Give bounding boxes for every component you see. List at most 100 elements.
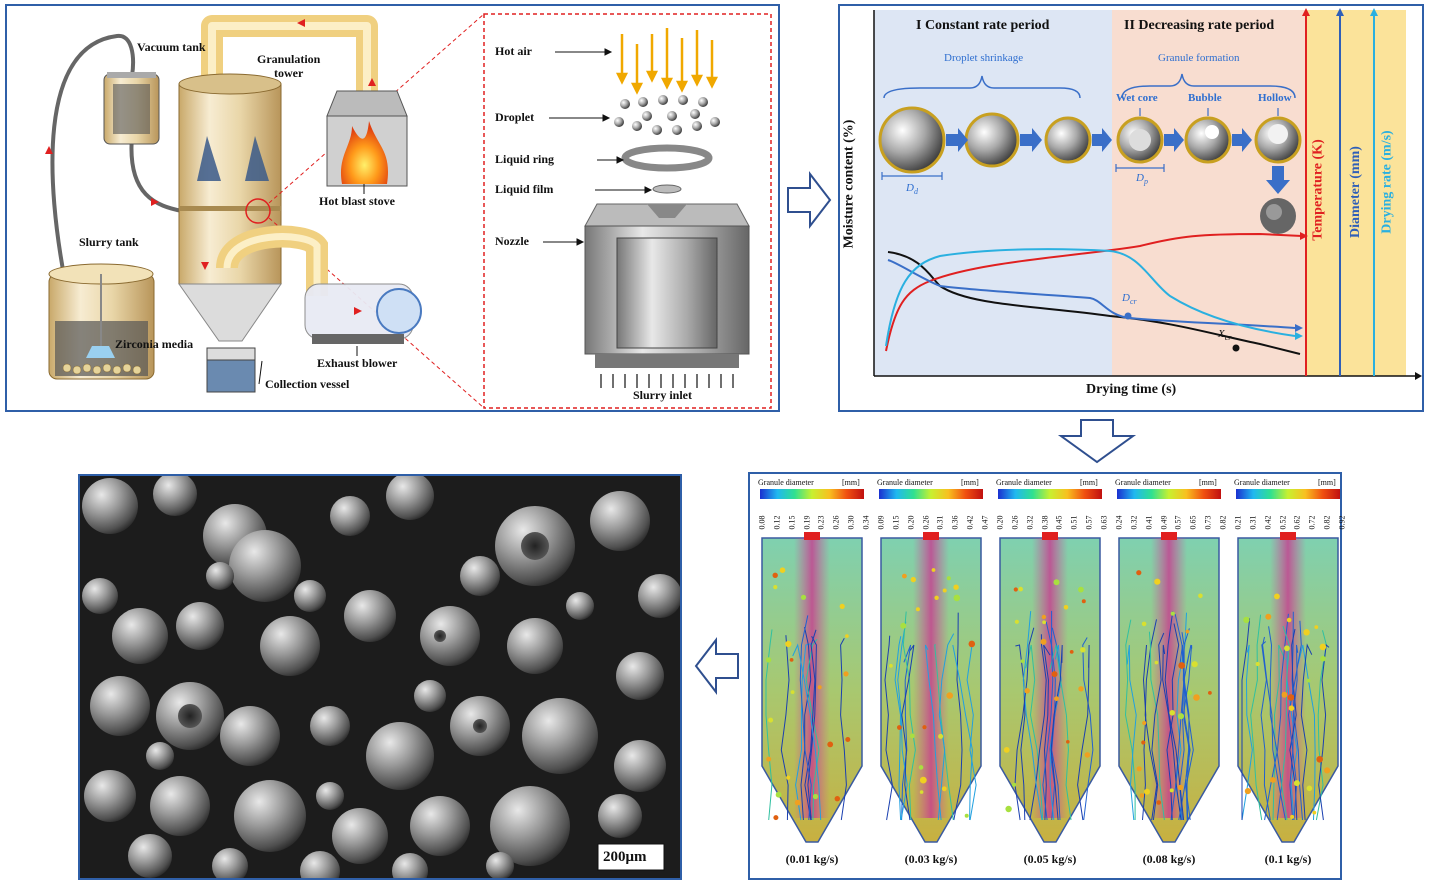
colorbar-tick: 0.15 [787, 515, 797, 530]
particle [902, 573, 907, 579]
colorbar-tick: 0.72 [1307, 515, 1317, 530]
particle [812, 793, 819, 800]
sem-particle [386, 476, 434, 520]
particle [934, 595, 939, 600]
sem-particle [490, 786, 570, 866]
colorbar-tick: 0.51 [1069, 515, 1079, 530]
particle [1319, 643, 1327, 651]
particle [1042, 620, 1046, 625]
streamline [1077, 644, 1090, 821]
sem-particle [220, 706, 280, 766]
sem-particle [128, 834, 172, 878]
colorbar-tick: 0.24 [1114, 515, 1124, 530]
simulation-tower [880, 532, 982, 843]
streamline [884, 635, 893, 821]
particle [1316, 756, 1323, 763]
particle [946, 692, 953, 699]
colorbar [879, 489, 983, 499]
particle [1306, 678, 1311, 683]
arrow-right-icon [787, 171, 832, 229]
sem-particle [486, 852, 514, 878]
streamline [901, 644, 912, 821]
drying-rate-axis-label: Drying rate (m/s) [1379, 130, 1395, 234]
streamline [1289, 644, 1299, 821]
particle [794, 799, 801, 806]
sem-particle [234, 780, 306, 852]
particle [834, 796, 840, 802]
particle [942, 588, 947, 593]
hollow-label: Hollow [1258, 92, 1292, 104]
particle [1287, 694, 1295, 701]
decreasing-rate-period-label: II Decreasing rate period [1124, 18, 1275, 33]
particle [1141, 740, 1146, 745]
colorbar-tick: 0.41 [1144, 515, 1154, 530]
particle [1014, 619, 1019, 624]
colorbar-tick: 0.42 [1263, 515, 1273, 530]
collection-vessel-label: Collection vessel [265, 377, 350, 391]
particle [1054, 696, 1059, 702]
particle [1320, 655, 1326, 662]
particle [1080, 647, 1086, 653]
sem-particle [344, 590, 396, 642]
sem-particle [229, 530, 301, 602]
simulation-tower [999, 532, 1101, 843]
colorbar-tick: 0.57 [1084, 515, 1094, 530]
sem-particle [294, 580, 326, 612]
sem-particle [566, 592, 594, 620]
particle [789, 658, 794, 662]
particle [1293, 780, 1300, 787]
streamline [1144, 619, 1158, 821]
colorbar-tick: 0.15 [891, 515, 901, 530]
streamline [937, 633, 955, 821]
particle [1003, 747, 1010, 753]
liquid-ring-label: Liquid ring [495, 152, 555, 166]
streamline [1272, 644, 1286, 821]
streamline [795, 643, 812, 821]
colorbar-tick: 0.26 [831, 515, 841, 530]
sem-particle [212, 848, 248, 878]
sem-particle [206, 562, 234, 590]
particle [817, 685, 822, 690]
simulation-tower [1237, 532, 1339, 843]
particle [918, 765, 924, 770]
dd-symbol: Dd [906, 182, 918, 197]
particle [1154, 660, 1159, 665]
colorbar-tick: 0.38 [1040, 515, 1050, 530]
sem-particle [460, 556, 500, 596]
particle [1185, 629, 1190, 634]
particle [964, 813, 969, 818]
particle [1324, 767, 1331, 774]
colorbar-title: Granule diameter [758, 478, 814, 487]
particle [1208, 691, 1212, 695]
colorbar-tick: 0.12 [772, 515, 782, 530]
particle [1198, 593, 1203, 599]
sem-particle [82, 578, 118, 614]
particle [768, 717, 774, 723]
particle [1051, 671, 1058, 678]
particle [785, 640, 792, 648]
sem-particle [82, 478, 138, 534]
bubble-label: Bubble [1188, 92, 1222, 104]
wet-core-label: Wet core [1116, 92, 1158, 104]
particle [953, 594, 961, 602]
particle [919, 790, 924, 794]
streamline [1260, 641, 1271, 821]
hot-blast-stove-label: Hot blast stove [319, 194, 395, 208]
particle [909, 733, 915, 739]
colorbar-tick: 0.20 [906, 515, 916, 530]
particle [1139, 793, 1145, 798]
particle [1169, 710, 1175, 716]
streamline [807, 636, 817, 821]
colorbar-title: Granule diameter [1115, 478, 1171, 487]
particle [845, 737, 851, 742]
temperature-axis-label: Temperature (K) [1310, 139, 1326, 241]
particle [1303, 629, 1310, 636]
colorbar-tick: 0.20 [995, 515, 1005, 530]
colorbar-tick: 0.34 [861, 515, 871, 530]
mass-flow-label: (0.1 kg/s) [1264, 852, 1312, 866]
particle [1078, 686, 1084, 692]
particle [1040, 638, 1047, 645]
mass-flow-label: (0.08 kg/s) [1142, 852, 1196, 866]
